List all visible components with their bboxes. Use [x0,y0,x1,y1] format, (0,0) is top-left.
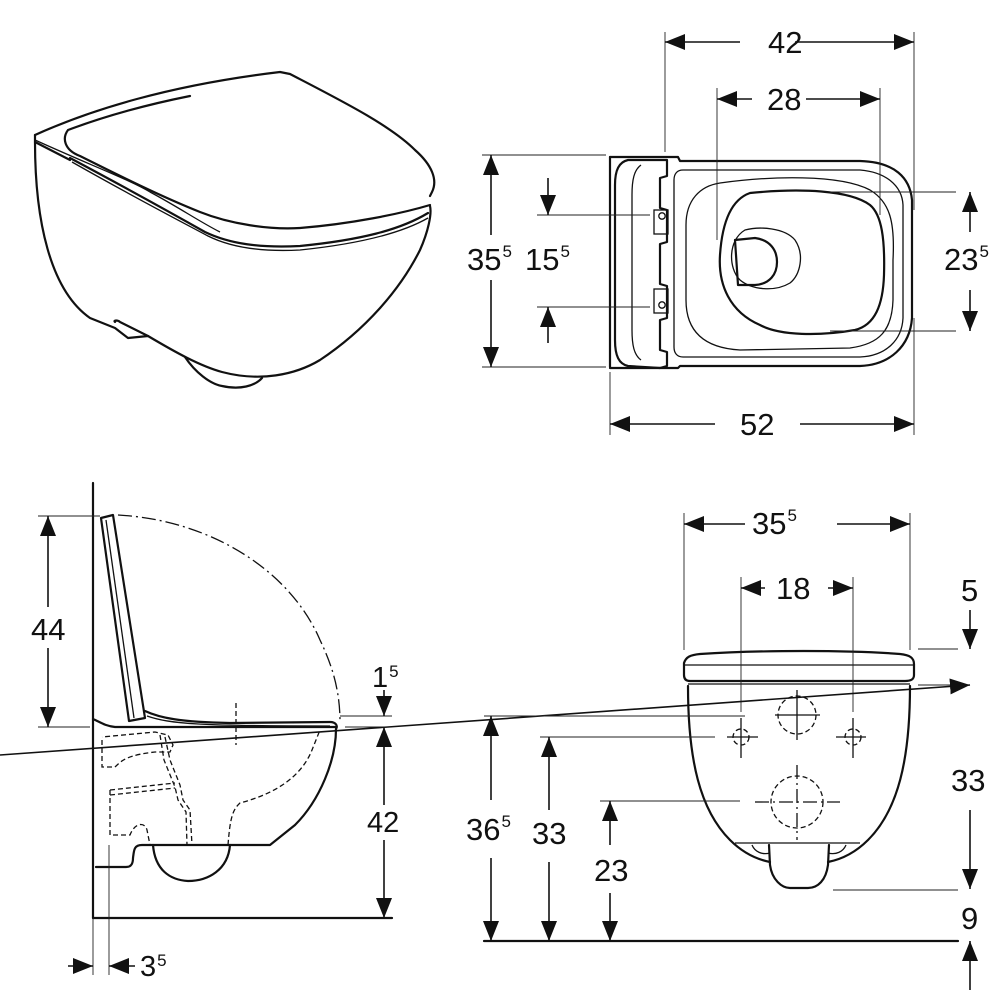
dim-label-outlet-height-23: 23 [594,853,629,888]
dim-label-lid-height-44: 44 [31,612,66,647]
dim-label-width-42: 42 [768,25,803,60]
dim-label-seat-thickness-5: 5 [961,573,979,608]
side-view-dimensions [38,515,392,974]
dim-label-bolt-height-33: 33 [532,816,567,851]
top-view-dimensions [482,32,978,435]
dim-label-offset-3-5: 35 [140,951,167,983]
dim-label-rim-height-42: 42 [367,807,400,839]
dim-label-hinge-15-5: 155 [525,242,570,277]
dim-label-depth-52: 52 [740,407,775,442]
dim-label-height-35-5: 355 [467,242,512,277]
dim-label-width-28: 28 [767,82,802,117]
dim-label-bolt-spacing-18: 18 [776,571,811,606]
isometric-view [33,70,436,389]
top-view [608,155,914,370]
rear-view [682,649,916,890]
dim-label-width-35-5: 355 [752,506,797,541]
dim-label-bowl-height-33: 33 [951,763,986,798]
rear-view-dimensions [0,513,978,990]
dim-label-floor-gap-9: 9 [961,901,979,936]
dim-label-opening-23-5: 235 [944,242,989,277]
side-view [91,481,394,975]
dim-label-seat-1-5: 15 [372,662,399,694]
dim-label-inlet-height-36-5: 365 [466,812,511,847]
